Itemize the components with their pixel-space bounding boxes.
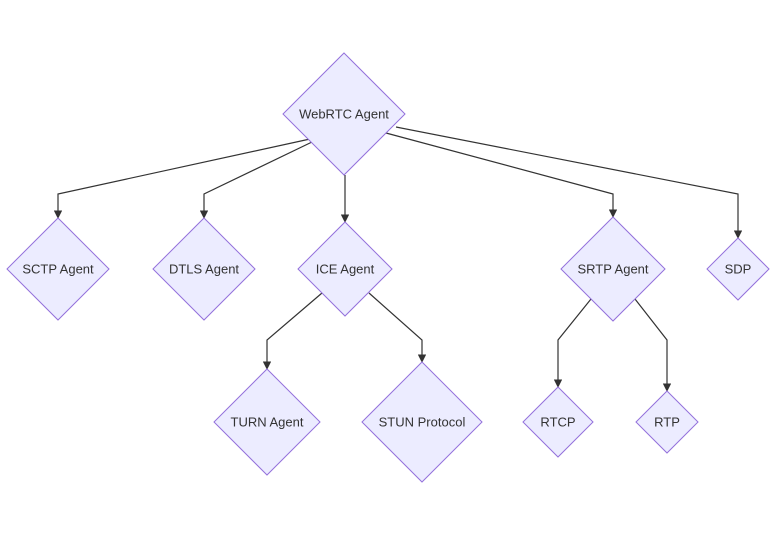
node-ice-label: ICE Agent — [316, 262, 375, 277]
node-srtp-diamond — [560, 216, 666, 322]
node-stun-label: STUN Protocol — [379, 415, 466, 430]
node-turn-label: TURN Agent — [231, 415, 304, 430]
node-turn-diamond — [213, 368, 321, 476]
node-rtcp-diamond — [522, 386, 594, 458]
node-sdp[interactable]: SDP — [706, 237, 770, 301]
node-stun[interactable]: STUN Protocol — [361, 361, 483, 483]
node-rtp[interactable]: RTP — [635, 390, 699, 454]
node-webrtc-label: WebRTC Agent — [299, 107, 389, 122]
edge-ice-turn — [262, 292, 323, 370]
edge-srtp-rtp — [634, 298, 672, 392]
node-sdp-label: SDP — [725, 262, 752, 277]
edge-ice-stun — [368, 292, 427, 363]
edge-webrtc-dtls — [199, 141, 313, 219]
node-sdp-diamond — [706, 237, 770, 301]
node-sctp[interactable]: SCTP Agent — [6, 217, 110, 321]
node-sctp-label: SCTP Agent — [22, 262, 94, 277]
node-rtcp[interactable]: RTCP — [522, 386, 594, 458]
node-webrtc-diamond — [282, 52, 406, 176]
node-rtp-diamond — [635, 390, 699, 454]
node-ice-diamond — [297, 221, 393, 317]
node-srtp-label: SRTP Agent — [577, 262, 648, 277]
node-sctp-diamond — [6, 217, 110, 321]
node-stun-diamond — [361, 361, 483, 483]
node-webrtc[interactable]: WebRTC Agent — [282, 52, 406, 176]
node-rtp-label: RTP — [654, 415, 680, 430]
edge-webrtc-srtp — [385, 132, 618, 218]
node-dtls-diamond — [152, 217, 256, 321]
edge-webrtc-sdp — [395, 126, 743, 239]
node-rtcp-label: RTCP — [540, 415, 575, 430]
edge-srtp-rtcp — [553, 298, 592, 388]
node-srtp[interactable]: SRTP Agent — [560, 216, 666, 322]
edge-webrtc-sctp — [53, 138, 311, 219]
edges — [53, 126, 743, 392]
node-dtls-label: DTLS Agent — [169, 262, 239, 277]
node-turn[interactable]: TURN Agent — [213, 368, 321, 476]
node-dtls[interactable]: DTLS Agent — [152, 217, 256, 321]
node-ice[interactable]: ICE Agent — [297, 221, 393, 317]
